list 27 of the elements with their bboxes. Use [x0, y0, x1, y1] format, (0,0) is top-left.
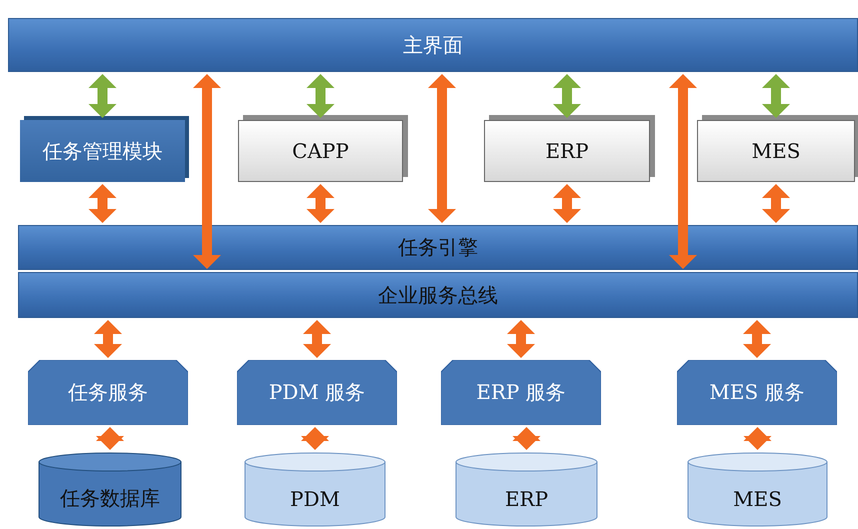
double-arrow — [512, 427, 540, 450]
double-arrow — [303, 320, 331, 358]
double-arrow — [193, 74, 221, 269]
double-arrow — [507, 320, 535, 358]
double-arrow — [96, 427, 124, 450]
service-box: PDM 服务 — [237, 360, 397, 425]
double-arrow — [306, 74, 334, 118]
double-arrow — [762, 74, 790, 118]
double-arrow — [301, 427, 329, 450]
double-arrow — [88, 184, 116, 223]
double-arrow — [306, 184, 334, 223]
double-arrow — [762, 184, 790, 223]
double-arrow — [553, 184, 581, 223]
layer-bar: 任务引擎 — [18, 225, 858, 270]
layer-bar: 企业服务总线 — [18, 272, 858, 318]
service-box: 任务服务 — [28, 360, 188, 425]
double-arrow — [94, 320, 122, 358]
service-box: MES 服务 — [677, 360, 837, 425]
service-box: ERP 服务 — [441, 360, 601, 425]
double-arrow — [669, 74, 697, 269]
double-arrow — [428, 74, 456, 223]
double-arrow — [743, 320, 771, 358]
module-box: 任务管理模块 — [20, 120, 185, 182]
double-arrow — [553, 74, 581, 118]
double-arrow — [88, 74, 116, 118]
top-bar: 主界面 — [8, 18, 858, 72]
double-arrow — [744, 427, 772, 450]
